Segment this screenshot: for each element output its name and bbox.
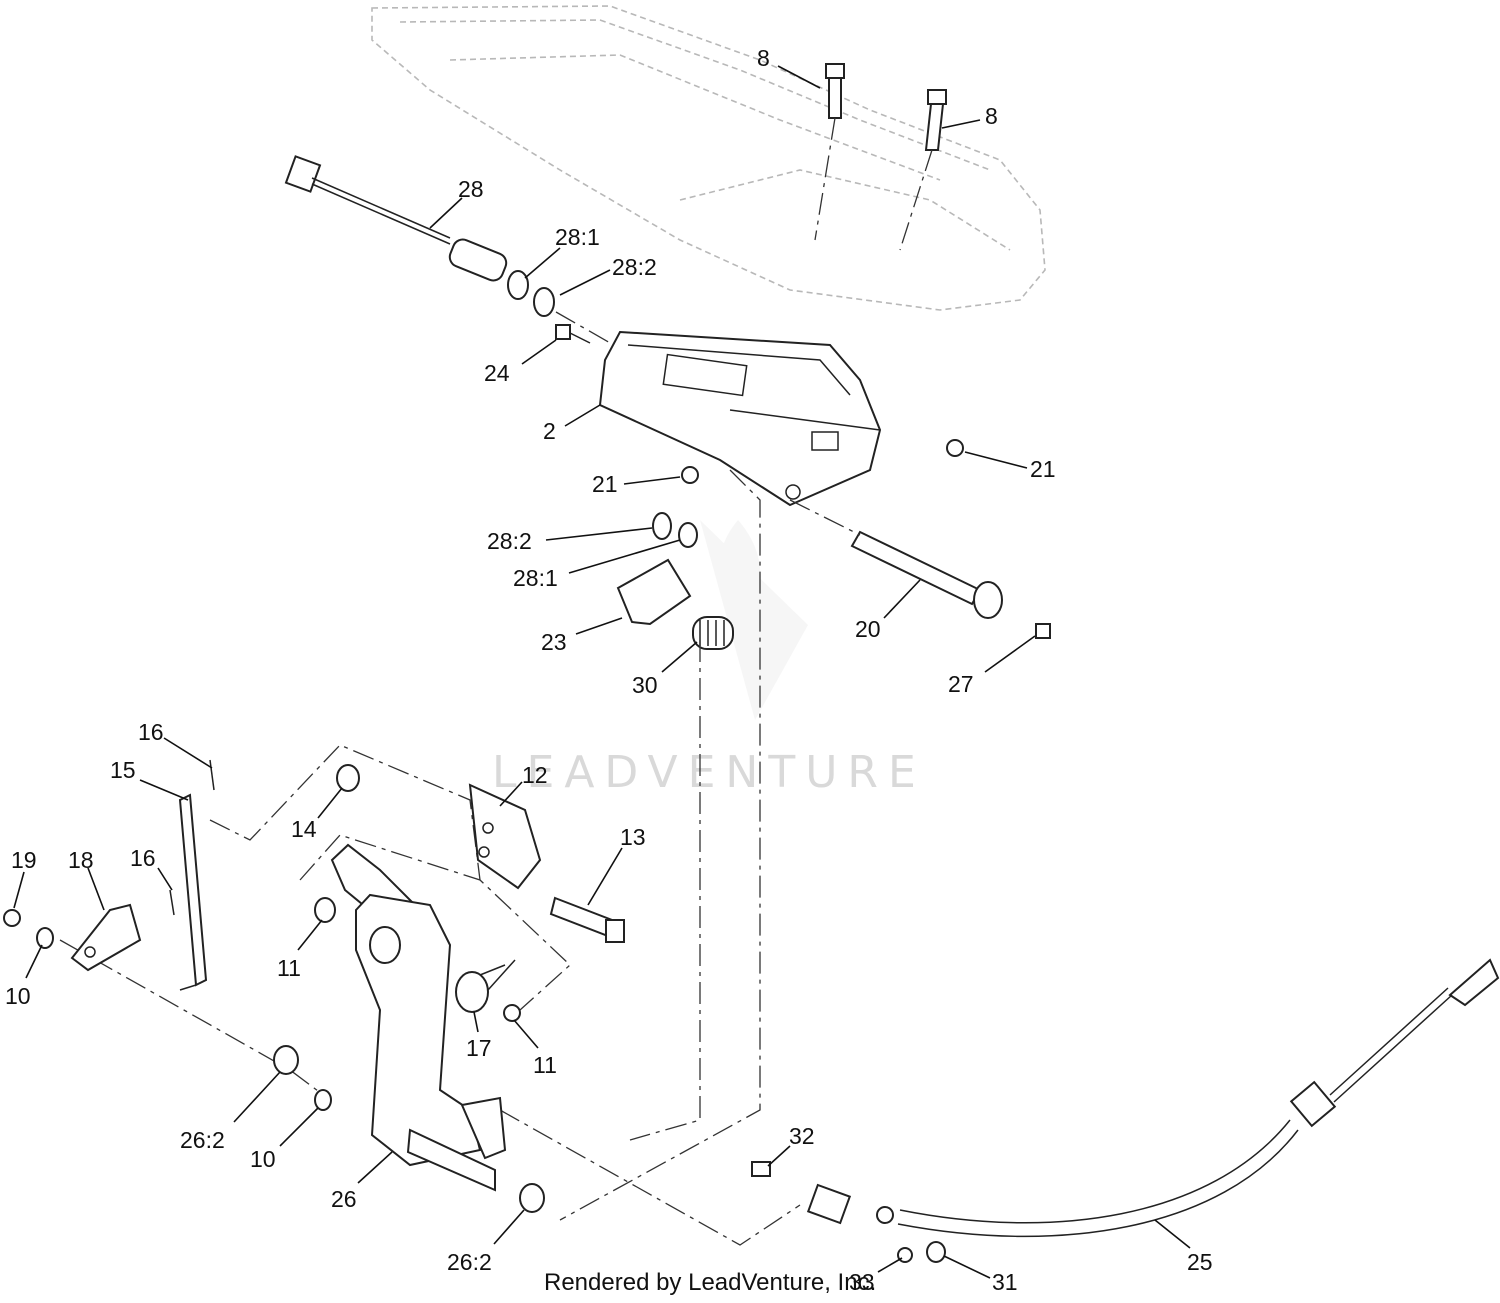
callout-label: 28:1 xyxy=(513,565,558,591)
pin-20 xyxy=(789,499,1003,619)
routing-line-inner xyxy=(299,834,571,1011)
washer-10-lower xyxy=(314,1089,332,1111)
routing-line-lower xyxy=(59,939,331,1101)
washer-28-2-lower xyxy=(652,512,672,540)
rod-15 xyxy=(178,793,208,991)
callout-label: 8 xyxy=(757,45,770,71)
callout-label: 10 xyxy=(5,983,31,1009)
callout-label: 16 xyxy=(130,845,156,871)
clip-16-lower xyxy=(169,889,175,916)
bushing-26-2-upper xyxy=(273,1045,299,1075)
callout-label: 26 xyxy=(331,1186,357,1212)
callout-label: 12 xyxy=(522,762,548,788)
callout-label: 28:1 xyxy=(555,224,600,250)
callout-label: 21 xyxy=(1030,456,1056,482)
washer-10-left xyxy=(36,927,54,949)
callout-label: 21 xyxy=(592,471,618,497)
callout-label: 11 xyxy=(277,955,301,981)
callout-label: 2 xyxy=(543,418,556,444)
bolt-8-right xyxy=(899,89,947,251)
pedal-arm-26 xyxy=(355,893,507,1192)
callout-label: 8 xyxy=(985,103,998,129)
routing-line-vertical xyxy=(559,469,761,1221)
callout-label: 28 xyxy=(458,176,484,202)
callout-label: 32 xyxy=(789,1123,815,1149)
nut-28-1-lower xyxy=(678,522,698,548)
bracket-12 xyxy=(468,783,542,890)
callout-label: 33 xyxy=(849,1269,875,1295)
routing-line-vertical-2 xyxy=(629,640,701,1141)
routing-line-cable xyxy=(499,1109,801,1246)
callout-label: 15 xyxy=(110,757,136,783)
clip-16-upper xyxy=(209,759,215,791)
bolt-8-left xyxy=(814,63,845,241)
nut-21-left xyxy=(681,466,699,484)
bushing-14 xyxy=(336,764,360,792)
pin-32 xyxy=(751,1161,771,1177)
bracket-2 xyxy=(598,330,882,507)
cam-23 xyxy=(616,558,692,626)
callout-label: 19 xyxy=(11,847,37,873)
callout-label: 28:2 xyxy=(487,528,532,554)
sensor-28 xyxy=(284,155,641,361)
bushing-26-2-lower xyxy=(519,1183,545,1213)
bushing-11-upper xyxy=(314,897,336,923)
callout-label: 24 xyxy=(484,360,510,386)
callout-label: 13 xyxy=(620,824,646,850)
bolt-24 xyxy=(555,324,591,344)
callout-label: 14 xyxy=(291,816,317,842)
bolt-27 xyxy=(1035,623,1051,639)
bolt-13 xyxy=(549,896,625,943)
callout-label: 20 xyxy=(855,616,881,642)
callout-label: 11 xyxy=(533,1052,557,1078)
clip-31 xyxy=(926,1241,946,1263)
callout-label: 25 xyxy=(1187,1249,1213,1275)
cable-25 xyxy=(806,958,1500,1238)
lever-18 xyxy=(70,903,142,972)
callouts: 8 8 28 28:1 28:2 24 2 21 21 28:2 28:1 23… xyxy=(5,45,1213,1295)
callout-label: 31 xyxy=(992,1269,1018,1295)
callout-label: 26:2 xyxy=(447,1249,492,1275)
callout-label: 23 xyxy=(541,629,567,655)
nut-21-right xyxy=(946,439,964,457)
callout-label: 28:2 xyxy=(612,254,657,280)
callout-label: 17 xyxy=(466,1035,492,1061)
watermark-text: LEADVENTURE xyxy=(492,747,926,798)
bushing-11-lower xyxy=(503,1004,521,1022)
callout-label: 26:2 xyxy=(180,1127,225,1153)
callout-label: 30 xyxy=(632,672,658,698)
routing-line-assembly xyxy=(209,744,481,881)
spring-17 xyxy=(455,959,516,1013)
callout-label: 10 xyxy=(250,1146,276,1172)
nut-19 xyxy=(3,909,21,927)
callout-label: 16 xyxy=(138,719,164,745)
credit-text: Rendered by LeadVenture, Inc. xyxy=(544,1269,876,1296)
watermark-logo-icon xyxy=(700,520,808,720)
callout-label: 27 xyxy=(948,671,974,697)
spring-30 xyxy=(692,616,734,650)
platform-ghost-outline xyxy=(371,5,1046,311)
callout-label: 18 xyxy=(68,847,94,873)
